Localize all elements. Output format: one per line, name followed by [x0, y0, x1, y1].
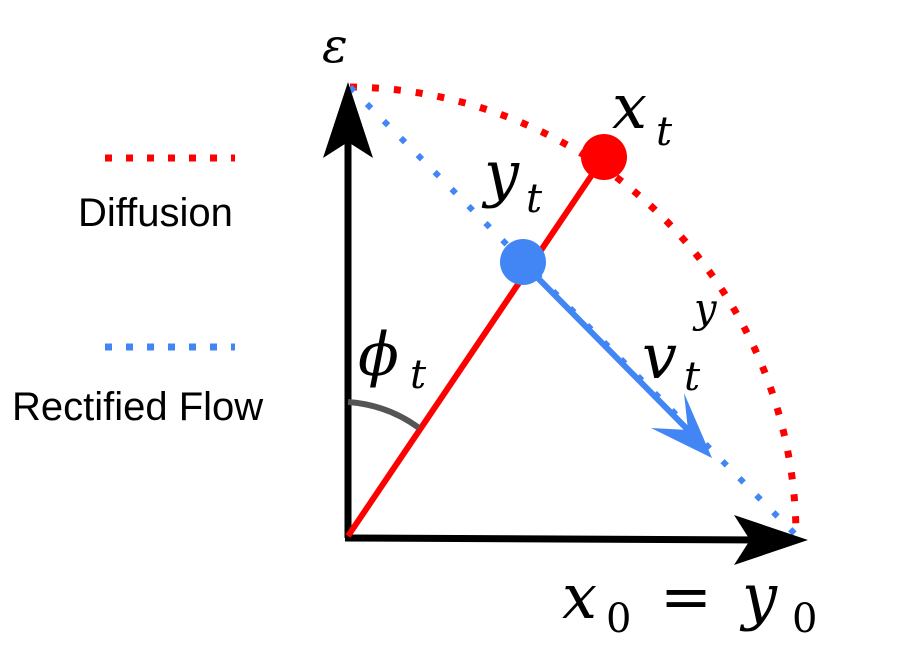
- svg-text:x: x: [612, 70, 647, 143]
- diffusion-path: [349, 83, 800, 536]
- x-t-label: x t: [612, 70, 673, 155]
- svg-text:x: x: [562, 560, 597, 633]
- svg-text:v: v: [642, 320, 677, 393]
- x0-axis-arrowhead: [734, 515, 808, 565]
- phi-t-label: ϕ t: [358, 320, 427, 398]
- svg-text:t: t: [410, 352, 427, 398]
- x0-equals-y0-label: x 0 = y 0: [562, 560, 817, 642]
- velocity-arrow-shaft: [523, 263, 693, 435]
- x0-axis: [344, 534, 771, 544]
- svg-text:y: y: [481, 137, 520, 210]
- epsilon-axis-arrowhead: [323, 82, 373, 158]
- svg-text:t: t: [656, 109, 673, 155]
- x-t-point: [581, 134, 627, 180]
- phi-angle-arc: [347, 399, 421, 431]
- svg-text:y: y: [692, 286, 718, 332]
- epsilon-label: ε: [322, 18, 348, 74]
- velocity-arrow-head: [651, 393, 712, 458]
- svg-text:0: 0: [792, 596, 817, 642]
- svg-text:t: t: [526, 176, 543, 222]
- legend-diffusion-label: Diffusion: [78, 191, 233, 235]
- v-t-y-label: v t y: [642, 286, 718, 400]
- x-t-radius-line: [345, 155, 607, 538]
- svg-text:t: t: [684, 354, 701, 400]
- svg-text:=: =: [660, 560, 712, 633]
- svg-text:0: 0: [606, 596, 631, 642]
- y-t-label: y t: [481, 137, 543, 222]
- svg-text:y: y: [739, 560, 778, 633]
- y-t-point: [500, 239, 546, 285]
- svg-text:ϕ: ϕ: [358, 320, 399, 390]
- legend-rectified-flow-label: Rectified Flow: [12, 385, 263, 429]
